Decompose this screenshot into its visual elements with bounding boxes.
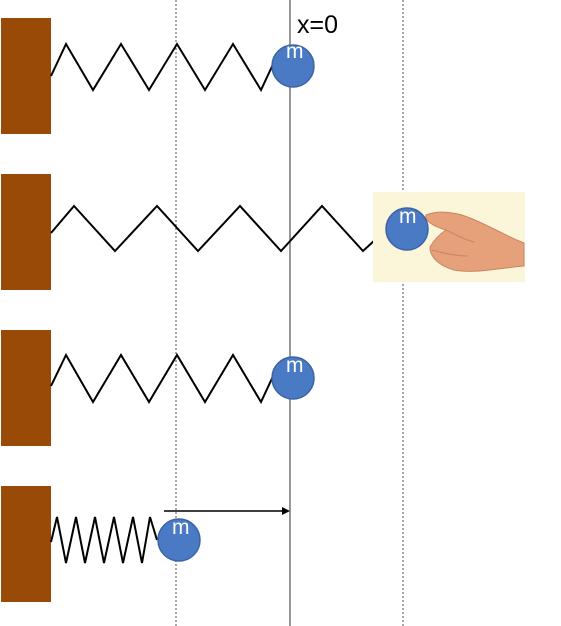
mass-1-label: m: [286, 40, 304, 63]
mass-3-label: m: [286, 354, 304, 377]
mass-3: m: [271, 354, 315, 400]
wall-1: [1, 18, 51, 134]
mass-4-label: m: [172, 516, 190, 539]
spring-2: [50, 204, 389, 253]
mass-4: m: [157, 516, 201, 562]
mass-1: m: [271, 40, 315, 88]
mass-2: m: [385, 205, 429, 251]
spring-4: [50, 516, 158, 564]
spring-3: [50, 352, 276, 405]
wall-3: [1, 330, 51, 446]
hand-icon: [373, 192, 525, 282]
mass-2-label: m: [399, 205, 417, 228]
wall-4: [1, 486, 51, 602]
velocity-arrow-icon: [164, 507, 290, 515]
spring-1: [50, 41, 276, 93]
wall-2: [1, 174, 51, 290]
origin-label: x=0: [297, 11, 338, 39]
